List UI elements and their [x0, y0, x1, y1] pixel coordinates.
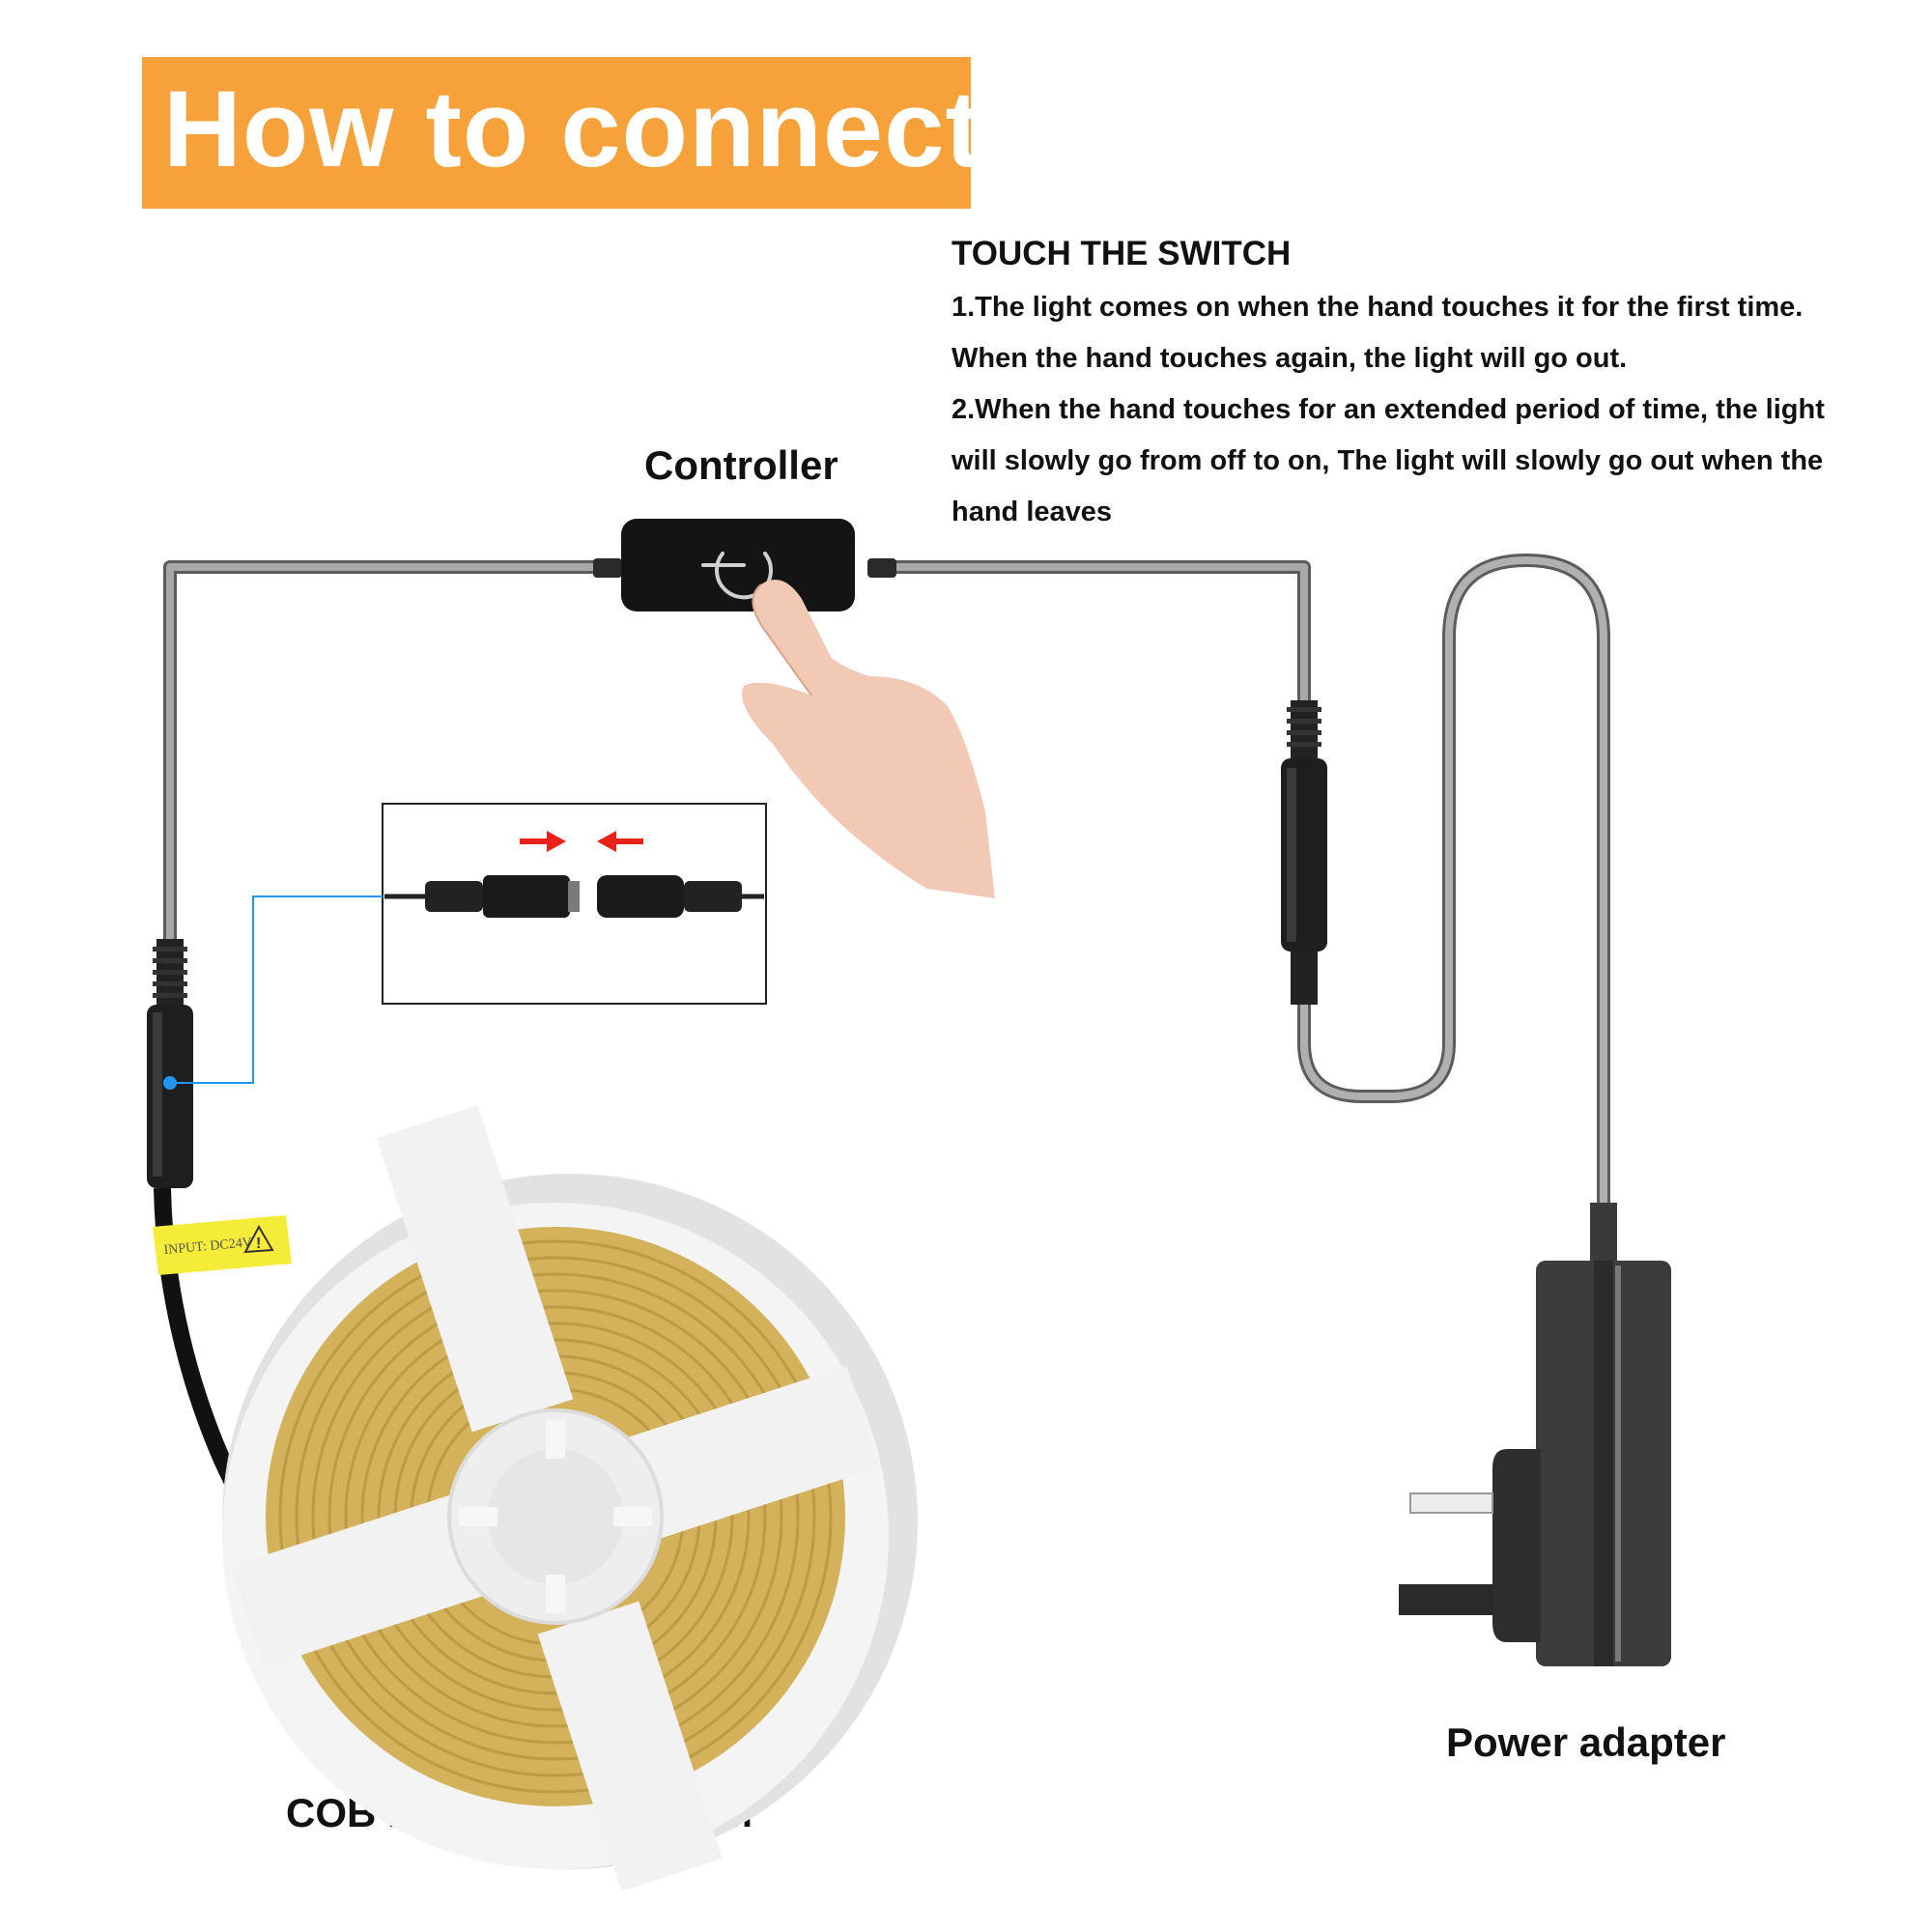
instruction-line: hand leaves	[952, 497, 1113, 527]
led-strip-reel	[222, 1105, 918, 1891]
instructions: TOUCH THE SWITCH 1.The light comes on wh…	[952, 230, 1879, 538]
voltage-tag: INPUT: DC24V !	[153, 1215, 292, 1275]
arrow-left-icon	[597, 831, 643, 852]
power-icon	[701, 552, 773, 600]
instruction-line: 1.The light comes on when the hand touch…	[952, 292, 1804, 323]
cable	[163, 554, 1610, 1203]
warning-icon: !	[243, 1224, 274, 1254]
connector-inset	[382, 803, 767, 1005]
power-adapter	[1399, 1203, 1671, 1666]
svg-text:!: !	[256, 1236, 261, 1252]
instructions-heading: TOUCH THE SWITCH	[952, 235, 1292, 272]
hand-icon	[742, 580, 995, 898]
page-title: How to connect	[163, 69, 982, 189]
callout-line	[163, 895, 383, 1090]
arrow-right-icon	[520, 831, 566, 852]
instruction-line: 2.When the hand touches for an extended …	[952, 394, 1825, 425]
controller-switch	[593, 519, 896, 611]
controller-label: Controller	[644, 442, 838, 488]
right-dc-connector	[1281, 700, 1327, 1005]
title-banner: How to connect	[142, 57, 981, 209]
instruction-line: When the hand touches again, the light w…	[952, 343, 1628, 374]
power-adapter-label: Power adapter	[1446, 1719, 1726, 1765]
instruction-line: will slowly go from off to on, The light…	[952, 445, 1824, 476]
